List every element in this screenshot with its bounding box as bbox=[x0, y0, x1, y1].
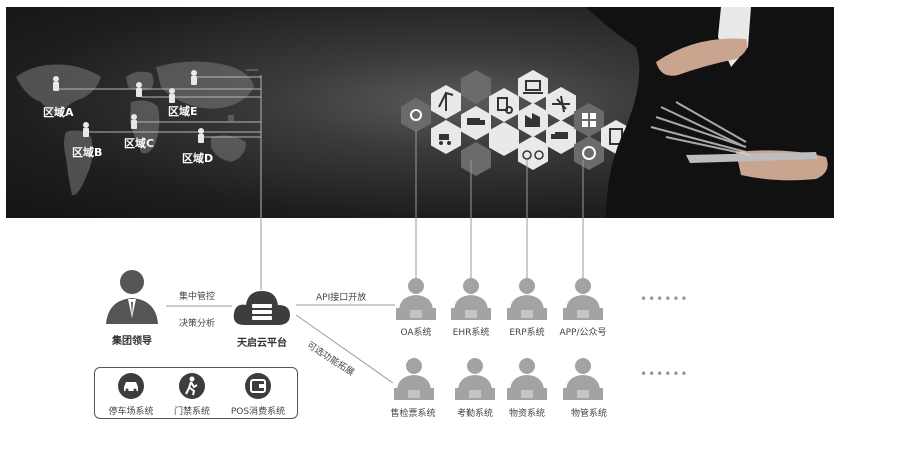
banner-graphics bbox=[16, 7, 834, 218]
parking-car-icon bbox=[118, 373, 144, 399]
system-person-icon bbox=[507, 358, 547, 400]
system-person-icon bbox=[451, 278, 491, 320]
system-label-erp: ERP系统 bbox=[509, 328, 545, 338]
hexagon-icon-cluster bbox=[401, 70, 631, 176]
system-label-ticketing: 售检票系统 bbox=[390, 409, 436, 419]
system-label-ehr: EHR系统 bbox=[452, 328, 490, 338]
pos-wallet-icon bbox=[245, 373, 271, 399]
system-person-icon bbox=[563, 358, 603, 400]
link-label-control: 集中管控 bbox=[178, 292, 215, 302]
leader-icon bbox=[106, 270, 158, 324]
region-connector-lines bbox=[58, 75, 262, 218]
cloud-platform-icon bbox=[233, 291, 290, 325]
banner: 区域A 区域B 区域C 区域D 区域E bbox=[6, 7, 834, 218]
box-label-parking: 停车场系统 bbox=[108, 407, 154, 417]
system-label-materials: 物资系统 bbox=[508, 409, 545, 419]
region-label-d: 区域D bbox=[182, 152, 214, 165]
system-person-icon bbox=[563, 278, 603, 320]
system-label-app: APP/公众号 bbox=[559, 328, 607, 338]
region-person-pins bbox=[53, 70, 204, 143]
platform-label: 天启云平台 bbox=[237, 338, 287, 349]
system-label-attendance: 考勤系统 bbox=[456, 409, 493, 419]
region-label-a: 区域A bbox=[43, 106, 74, 119]
box-label-pos: POS消费系统 bbox=[230, 407, 286, 417]
system-person-icon bbox=[394, 358, 434, 400]
businessman-photo bbox=[586, 7, 834, 218]
access-control-icon bbox=[179, 373, 205, 399]
region-label-c: 区域C bbox=[124, 137, 155, 150]
system-person-icon bbox=[507, 278, 547, 320]
api-label: API接口开放 bbox=[316, 293, 367, 303]
region-label-b: 区域B bbox=[72, 146, 103, 159]
subsystem-box bbox=[94, 367, 298, 419]
box-label-access: 门禁系统 bbox=[173, 407, 210, 417]
link-label-analysis: 决策分析 bbox=[178, 319, 215, 329]
system-person-icon bbox=[455, 358, 495, 400]
system-label-oa: OA系统 bbox=[400, 328, 432, 338]
more-dots-bottom: •••••• bbox=[640, 367, 689, 381]
region-label-e: 区域E bbox=[168, 105, 198, 118]
more-dots-top: •••••• bbox=[640, 292, 689, 306]
system-label-property: 物管系统 bbox=[570, 409, 607, 419]
system-person-icon bbox=[396, 278, 436, 320]
leader-label: 集团领导 bbox=[112, 336, 152, 347]
